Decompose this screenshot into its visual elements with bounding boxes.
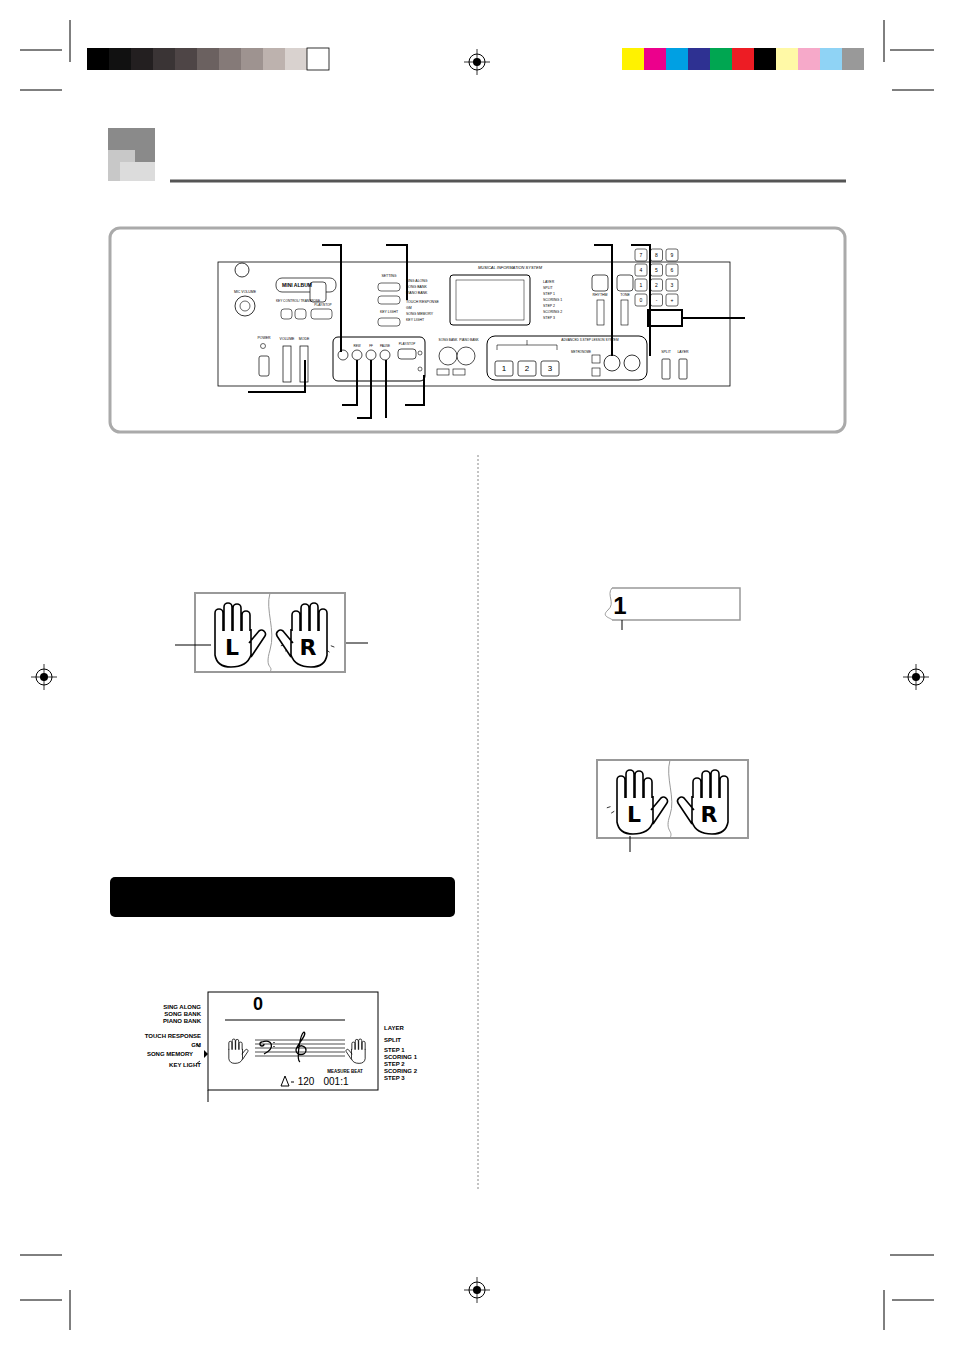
key-number: 6 bbox=[671, 268, 674, 273]
panel-text: STEP 2 bbox=[543, 305, 555, 309]
panel-text: SONG BANK bbox=[406, 286, 427, 290]
key-number: 7 bbox=[640, 253, 643, 258]
lcd-indicator: MEASURE BEAT bbox=[327, 1070, 363, 1075]
key-number: 0 bbox=[640, 298, 643, 303]
panel-text: SCORING 2 bbox=[543, 311, 562, 315]
panel-text: METRONOME bbox=[571, 351, 591, 354]
hand-display-1 bbox=[175, 593, 368, 672]
panel-text: PLAY/STOP bbox=[399, 343, 415, 346]
lcd-indicator: STEP 2 bbox=[384, 1061, 405, 1067]
hand-icon: L bbox=[197, 595, 267, 670]
color-bars bbox=[87, 48, 864, 70]
key-number: 1 bbox=[640, 283, 643, 288]
panel-text: LAYER bbox=[543, 281, 554, 285]
panel-text: SONG BANK bbox=[439, 339, 458, 342]
hand-icon: L bbox=[599, 762, 669, 837]
hand-letter: L bbox=[197, 637, 267, 659]
panel-text: FF bbox=[369, 345, 373, 348]
panel-text: PIANO BANK bbox=[406, 292, 427, 296]
key-number: 9 bbox=[671, 253, 674, 258]
key-number: 4 bbox=[640, 268, 643, 273]
key-number: 1 bbox=[502, 365, 506, 373]
panel-text: GM bbox=[406, 307, 412, 311]
panel-text: KEY LIGHT bbox=[380, 311, 398, 315]
panel-text: ADVANCED 3-STEP LESSON SYSTEM bbox=[561, 339, 618, 342]
lcd-indicator: LAYER bbox=[384, 1025, 404, 1031]
panel-text: PIANO BANK bbox=[459, 339, 479, 342]
lcd-indicator: PIANO BANK bbox=[163, 1018, 201, 1024]
panel-text: REW bbox=[354, 345, 361, 348]
display-digit: 0 bbox=[253, 995, 263, 1013]
lcd-indicator: SCORING 2 bbox=[384, 1068, 417, 1074]
panel-text: MIC VOLUME bbox=[234, 291, 256, 295]
hand-display-2 bbox=[597, 760, 748, 852]
measure-value: 001:1 bbox=[323, 1077, 348, 1087]
number-display bbox=[605, 588, 740, 630]
panel-text: VOLUME bbox=[280, 338, 295, 342]
section-header bbox=[108, 128, 846, 181]
panel-text: STEP 1 bbox=[543, 293, 555, 297]
display-digit: 1 bbox=[613, 594, 626, 618]
hand-letter: L bbox=[599, 804, 669, 826]
key-number: + bbox=[671, 298, 674, 303]
panel-text: PLAY/STOP bbox=[314, 304, 331, 307]
panel-text: LAYER bbox=[677, 351, 688, 355]
lcd-indicator: TOUCH RESPONSE bbox=[145, 1033, 201, 1039]
crop-marks bbox=[20, 20, 934, 1330]
key-number: 8 bbox=[655, 253, 658, 258]
callout-lines bbox=[248, 245, 745, 418]
key-number: - bbox=[656, 298, 658, 303]
panel-text: KEY CONTROL/ TRANSPOSE bbox=[276, 300, 320, 303]
lit-indicator bbox=[281, 645, 661, 822]
key-number: 2 bbox=[655, 283, 658, 288]
hand-letter: R bbox=[273, 637, 343, 659]
column-divider bbox=[478, 455, 479, 1190]
keyboard-panel bbox=[110, 228, 845, 432]
hand-icon: R bbox=[674, 762, 744, 837]
panel-text: PAUSE bbox=[380, 345, 390, 348]
panel-text: STEP 3 bbox=[543, 317, 555, 321]
lcd-display bbox=[196, 992, 378, 1102]
panel-text: SETTING bbox=[381, 275, 396, 279]
panel-text: RHYTHM bbox=[593, 294, 608, 298]
panel-title: MUSICAL INFORMATION SYSTEM bbox=[478, 266, 542, 270]
key-number: 5 bbox=[655, 268, 658, 273]
hand-letter: R bbox=[674, 804, 744, 826]
panel-text: SPLIT bbox=[661, 351, 671, 355]
panel-text: MODE bbox=[299, 338, 310, 342]
lcd-indicator: STEP 3 bbox=[384, 1075, 405, 1081]
registration-marks bbox=[31, 49, 929, 1303]
lcd-indicator: GM bbox=[191, 1042, 201, 1048]
panel-text: KEY LIGHT bbox=[406, 319, 424, 323]
panel-text: SONG MEMORY bbox=[406, 313, 433, 317]
panel-text: TOUCH RESPONSE bbox=[406, 301, 439, 305]
panel-text: SCORING 1 bbox=[543, 299, 562, 303]
lcd-indicator: SONG MEMORY bbox=[147, 1051, 193, 1057]
panel-text: SPLIT bbox=[543, 287, 553, 291]
panel-text: TONE bbox=[620, 294, 630, 298]
tempo-value: 120 bbox=[298, 1077, 315, 1087]
lcd-indicator: SONG BANK bbox=[164, 1011, 201, 1017]
panel-text: SING ALONG bbox=[406, 280, 428, 284]
lcd-indicator: STEP 1 bbox=[384, 1047, 405, 1053]
hand-icon: R bbox=[273, 595, 343, 670]
key-number: 3 bbox=[671, 283, 674, 288]
panel-text: MINI ALBUM bbox=[282, 283, 312, 288]
key-number: 3 bbox=[548, 365, 552, 373]
key-number: 2 bbox=[525, 365, 529, 373]
lcd-indicator: SPLIT bbox=[384, 1037, 401, 1043]
section-band bbox=[110, 877, 455, 917]
lcd-indicator: SING ALONG bbox=[163, 1004, 201, 1010]
panel-text: POWER bbox=[257, 337, 270, 341]
lcd-indicator: SCORING 1 bbox=[384, 1054, 417, 1060]
lcd-indicator: KEY LIGHT bbox=[169, 1062, 201, 1068]
